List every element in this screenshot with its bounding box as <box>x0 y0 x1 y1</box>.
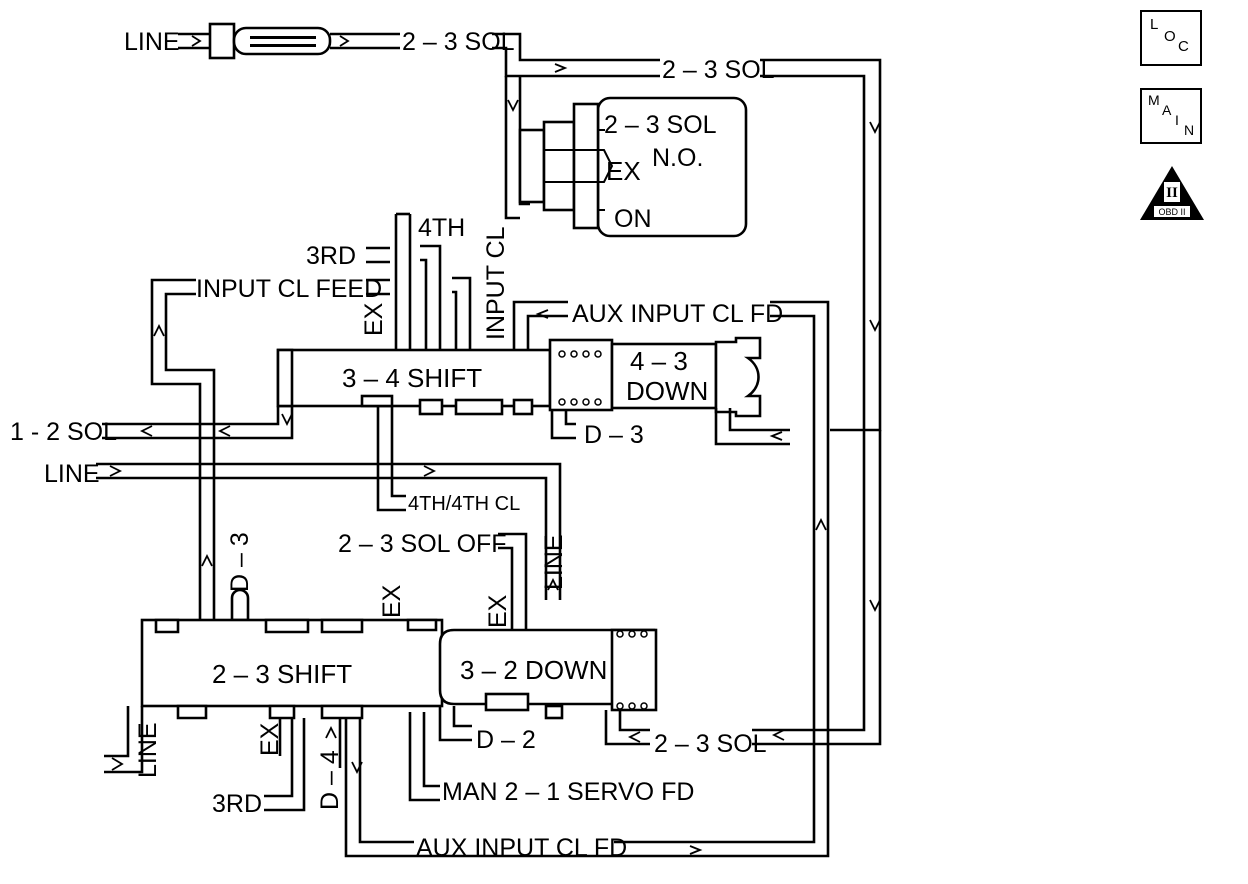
main-icon-m: M <box>1148 92 1160 108</box>
aux-input-cl-fd-top-lines <box>360 300 830 858</box>
third-top-label: 3RD <box>306 242 356 270</box>
down-32-label: 3 – 2 DOWN <box>460 655 607 685</box>
sol-23-box-ex: EX <box>606 156 641 186</box>
shift-34-upper-ports <box>366 212 472 362</box>
down-32-valve <box>438 628 658 720</box>
man-21-servo-label: MAN 2 – 1 SERVO FD <box>442 778 694 806</box>
d2-label: D – 2 <box>476 726 536 754</box>
obd-ii-icon: II OBD II <box>1140 166 1204 220</box>
d2-lines <box>438 706 472 742</box>
down-43-label-1: 4 – 3 <box>630 346 688 376</box>
sol-23-box-on: ON <box>614 205 652 233</box>
loc-icon-o: O <box>1164 28 1176 45</box>
top-line-filter <box>178 22 400 60</box>
line-mid-label: LINE <box>44 460 100 488</box>
ex-34-label: EX <box>360 302 388 336</box>
d4-vertical-label: D – 4 <box>316 750 344 810</box>
sol-23-label-a: 2 – 3 SOL <box>402 28 515 56</box>
loc-icon: L O C <box>1140 10 1202 66</box>
down-43-label-2: DOWN <box>626 376 708 406</box>
sol-12-label: 1 - 2 SOL <box>10 418 117 446</box>
ex-23-top-label: EX <box>378 584 406 618</box>
line-vertical-label: LINE <box>540 534 568 590</box>
line-top-label: LINE <box>124 28 180 56</box>
sol-23-bottom-lines <box>604 430 882 746</box>
loc-icon-l: L <box>1150 16 1159 33</box>
shift-34-label: 3 – 4 SHIFT <box>342 363 482 393</box>
sol-23-off-label: 2 – 3 SOL OFF <box>338 530 507 558</box>
shift-23-label: 2 – 3 SHIFT <box>212 659 352 689</box>
man-21-servo-lines <box>408 712 440 802</box>
down-43-valve <box>548 336 790 446</box>
main-icon-n: N <box>1184 122 1195 138</box>
loc-icon-c: C <box>1178 38 1189 55</box>
ex-3rd-bottom-lines <box>264 718 306 812</box>
sol-12-lines <box>102 406 294 440</box>
d4-aux-bottom-lines <box>325 718 703 858</box>
sol-23-off-lines <box>498 532 528 630</box>
line-bottom-lines <box>104 706 144 774</box>
sol-23-box-no: N.O. <box>652 144 703 172</box>
input-cl-feed-lines <box>150 278 216 620</box>
aux-input-cl-fd-top-label: AUX INPUT CL FD <box>572 300 783 328</box>
d3-right-label: D – 3 <box>584 421 644 449</box>
sol-23-solenoid <box>518 96 748 238</box>
main-icon-a: A <box>1162 102 1172 118</box>
obd-ii-numeral: II <box>1166 185 1178 201</box>
main-icon-i: I <box>1175 112 1179 128</box>
sol-23-label-c: 2 – 3 SOL <box>654 730 767 758</box>
input-cl-feed-label: INPUT CL FEED <box>196 275 382 303</box>
main-icon: M A I N <box>1140 88 1202 144</box>
input-cl-label: INPUT CL <box>482 226 510 340</box>
sol-23-label-b: 2 – 3 SOL <box>662 56 775 84</box>
line-bottom-label: LINE <box>134 722 162 778</box>
d3-vertical-label: D – 3 <box>226 532 254 592</box>
fourth-label: 4TH <box>418 214 465 242</box>
obd-ii-caption: OBD II <box>1158 207 1185 217</box>
ex-23-bottom-label: EX <box>256 722 284 756</box>
shift-23-valve <box>140 618 444 720</box>
aux-input-cl-fd-bottom-label: AUX INPUT CL FD <box>416 834 627 862</box>
ex-32-top-label: EX <box>484 594 512 628</box>
sol-23-box-title: 2 – 3 SOL <box>604 111 717 139</box>
fourth-4th-cl-lines <box>376 406 406 512</box>
shift-34-valve <box>276 348 552 416</box>
third-bottom-label: 3RD <box>212 790 262 818</box>
fourth-4th-cl-label: 4TH/4TH CL <box>408 493 520 515</box>
line-mid-lines <box>96 462 562 600</box>
